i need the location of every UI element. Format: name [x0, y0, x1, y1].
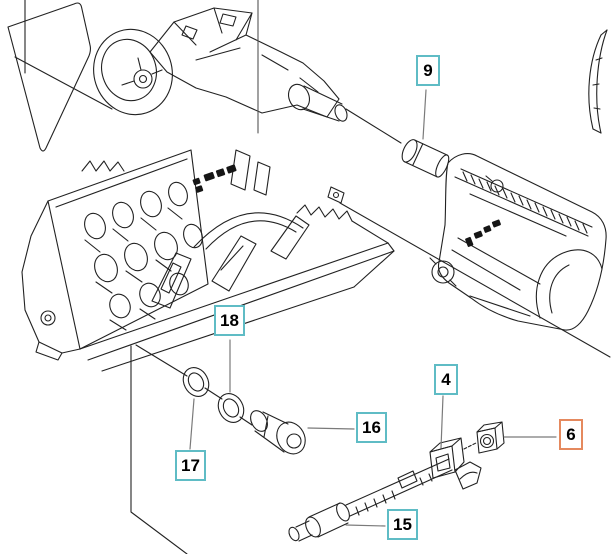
screw-16-drawing: [250, 410, 306, 455]
callout-part-17[interactable]: 17: [175, 450, 206, 482]
washer-18-drawing: [217, 393, 245, 423]
washer-axis-line: [135, 344, 253, 426]
callout-part-4[interactable]: 4: [434, 364, 458, 396]
washer-17-drawing: [182, 367, 210, 397]
tensioner-screw-15-drawing: [288, 458, 453, 542]
embossed-text-marks: [465, 219, 501, 247]
guide-plate-drawing: [7, 0, 113, 152]
callout-leader-lines: [189, 89, 557, 527]
clutch-cover-drawing: [429, 153, 607, 331]
embossed-text-marks: [192, 164, 237, 193]
callout-part-18[interactable]: 18: [214, 305, 245, 337]
callout-part-16[interactable]: 16: [356, 412, 387, 444]
cropped-part-right-edge-drawing: [588, 29, 608, 134]
callout-part-6-highlighted[interactable]: 6: [559, 419, 583, 451]
assembly-axis-line: [339, 108, 611, 358]
tensioner-block-4-drawing: [429, 437, 482, 490]
pin-part-drawing: [401, 139, 450, 178]
callout-part-9[interactable]: 9: [416, 55, 440, 87]
bar-nut-6-drawing: [476, 421, 505, 454]
callout-part-15[interactable]: 15: [387, 509, 418, 541]
crankcase-drawing: [21, 0, 395, 554]
